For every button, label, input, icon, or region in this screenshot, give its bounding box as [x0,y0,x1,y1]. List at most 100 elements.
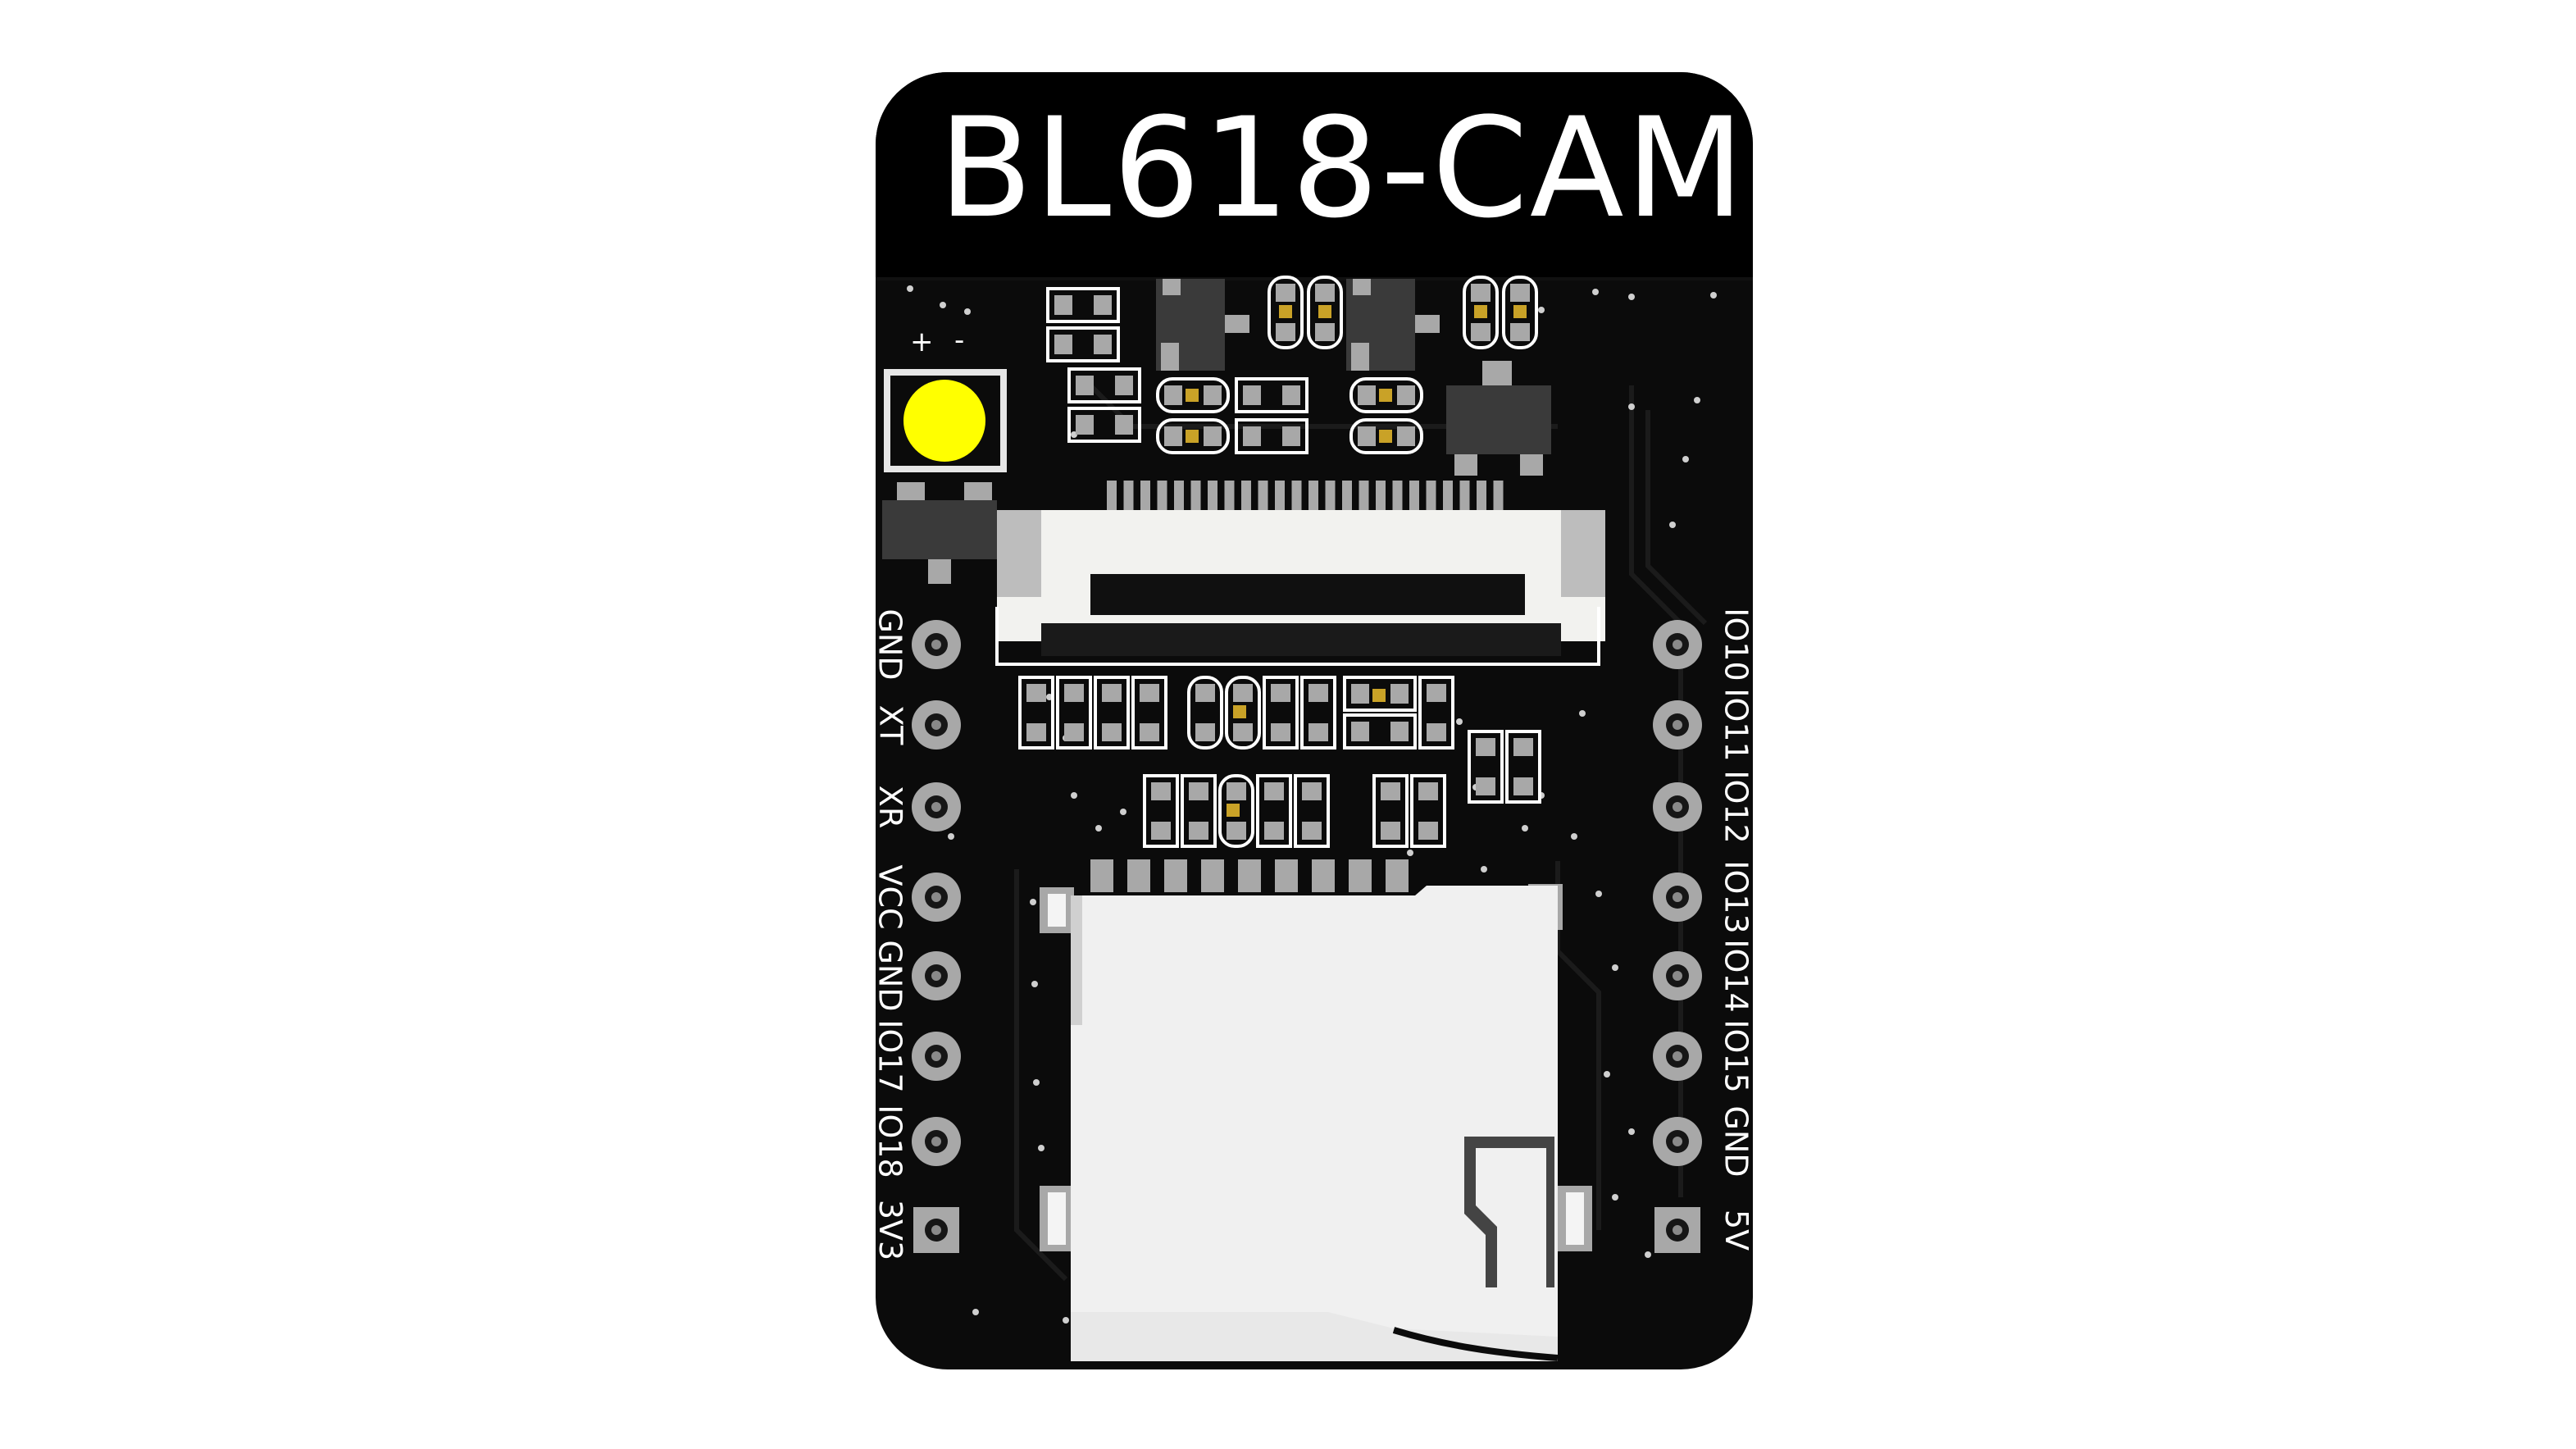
header-pin-center [931,971,941,981]
regulator-ics [1156,279,1551,476]
right_header-label-text: GND [1718,1105,1755,1178]
sd-contact-pad [1201,859,1224,892]
header-pin-center [1673,971,1682,981]
title-band [876,72,1753,279]
right_header-label-2: IO12 [1712,770,1761,843]
fpc-pin [1376,481,1386,513]
left_header-label-text: XR [872,785,908,829]
smd-pads-top [1054,284,1530,446]
right_header-label-6: GND [1712,1105,1761,1177]
sd-contact-pad [1127,859,1150,892]
sd-contact-pad [1349,859,1372,892]
right_header-label-0: IO10 [1712,608,1761,681]
fpc-pin [1107,481,1117,513]
fpc-pin [1493,481,1504,513]
left_header-label-4: GND [866,940,915,1011]
sd-contact-pads [1090,859,1409,892]
header-pin-center [1673,1137,1682,1146]
fpc-pins [1107,481,1504,513]
header-pin-center [1673,640,1682,649]
right_header-label-text: IO12 [1718,770,1755,844]
sd-contact-pad [1238,859,1261,892]
left_header-label-7: 3V3 [866,1200,915,1260]
fpc-pin [1123,481,1134,513]
fpc-pin [1342,481,1352,513]
right_header-label-text: 5V [1718,1209,1755,1251]
fpc-pin [1275,481,1285,513]
left_header-label-6: IO18 [866,1105,915,1178]
fpc-pin [1258,481,1268,513]
left_header-label-2: XR [866,782,915,832]
right_header-label-text: IO15 [1718,1019,1755,1093]
left-header-pins [912,620,961,1253]
left_header-label-text: XT [872,704,908,745]
smd-pads-mid [1026,684,1533,840]
smd-gold-top [1186,305,1527,443]
header-pin-center [1673,720,1682,730]
right_header-label-text: IO11 [1718,688,1755,762]
pcb-vias [907,285,1717,1340]
left_header-label-text: IO18 [872,1105,909,1178]
fpc-pin [1157,481,1167,513]
fpc-pin [1241,481,1251,513]
left_header-label-3: VCC [866,864,915,929]
led-emitter [903,380,985,462]
left_header-label-text: GND [872,608,909,681]
right_header-label-7: 5V [1712,1205,1761,1255]
fpc-pin [1190,481,1201,513]
fpc-pin [1477,481,1486,513]
header-pin-center [1673,1225,1682,1235]
left_header-label-5: IO17 [866,1019,915,1092]
led-plus-sign: + [910,326,934,358]
right_header-label-3: IO13 [1712,860,1761,933]
sd-contact-pad [1386,859,1409,892]
led-module [882,369,1007,584]
led-minus-sign: - [954,324,965,357]
header-pin-center [931,1225,941,1235]
smd-gold-mid [1227,689,1386,817]
left_header-label-1: XT [866,700,915,750]
right_header-label-text: IO13 [1718,860,1755,934]
header-pin-center [931,720,941,730]
fpc-pin [1208,481,1217,513]
fpc-pin [1426,481,1436,513]
fpc-pin [1308,481,1318,513]
right_header-label-text: IO14 [1718,939,1755,1013]
fpc-pin [1140,481,1150,513]
fpc-connector [995,481,1605,666]
left_header-label-text: VCC [872,864,908,930]
fpc-pin [1409,481,1419,513]
sd-contact-pad [1312,859,1335,892]
fpc-pin [1459,481,1470,513]
left_header-label-text: IO17 [872,1019,909,1093]
header-pin-center [931,802,941,812]
right_header-label-1: IO11 [1712,688,1761,761]
header-pin-center [1673,1051,1682,1061]
left_header-label-text: GND [872,940,909,1012]
fpc-pin [1174,481,1184,513]
fpc-pin [1443,481,1453,513]
left_header-label-text: 3V3 [872,1199,909,1261]
fpc-pin [1291,481,1302,513]
fpc-pin [1359,481,1369,513]
right_header-label-text: IO10 [1718,608,1755,681]
sd-card-socket [1040,859,1592,1361]
smd-components-top [1046,276,1538,454]
header-pin-center [1673,892,1682,902]
fpc-pin [1224,481,1235,513]
sd-contact-pad [1090,859,1113,892]
sd-contact-pad [1164,859,1187,892]
right_header-label-4: IO14 [1712,939,1761,1012]
fpc-pin [1392,481,1403,513]
right-header-pins [1653,620,1702,1253]
header-pin-center [931,892,941,902]
header-pin-center [931,1137,941,1146]
header-pin-center [931,1051,941,1061]
header-pin-center [931,640,941,649]
board-title: BL618-CAM [938,88,1746,248]
header-pin-center [1673,802,1682,812]
right_header-label-5: IO15 [1712,1019,1761,1092]
